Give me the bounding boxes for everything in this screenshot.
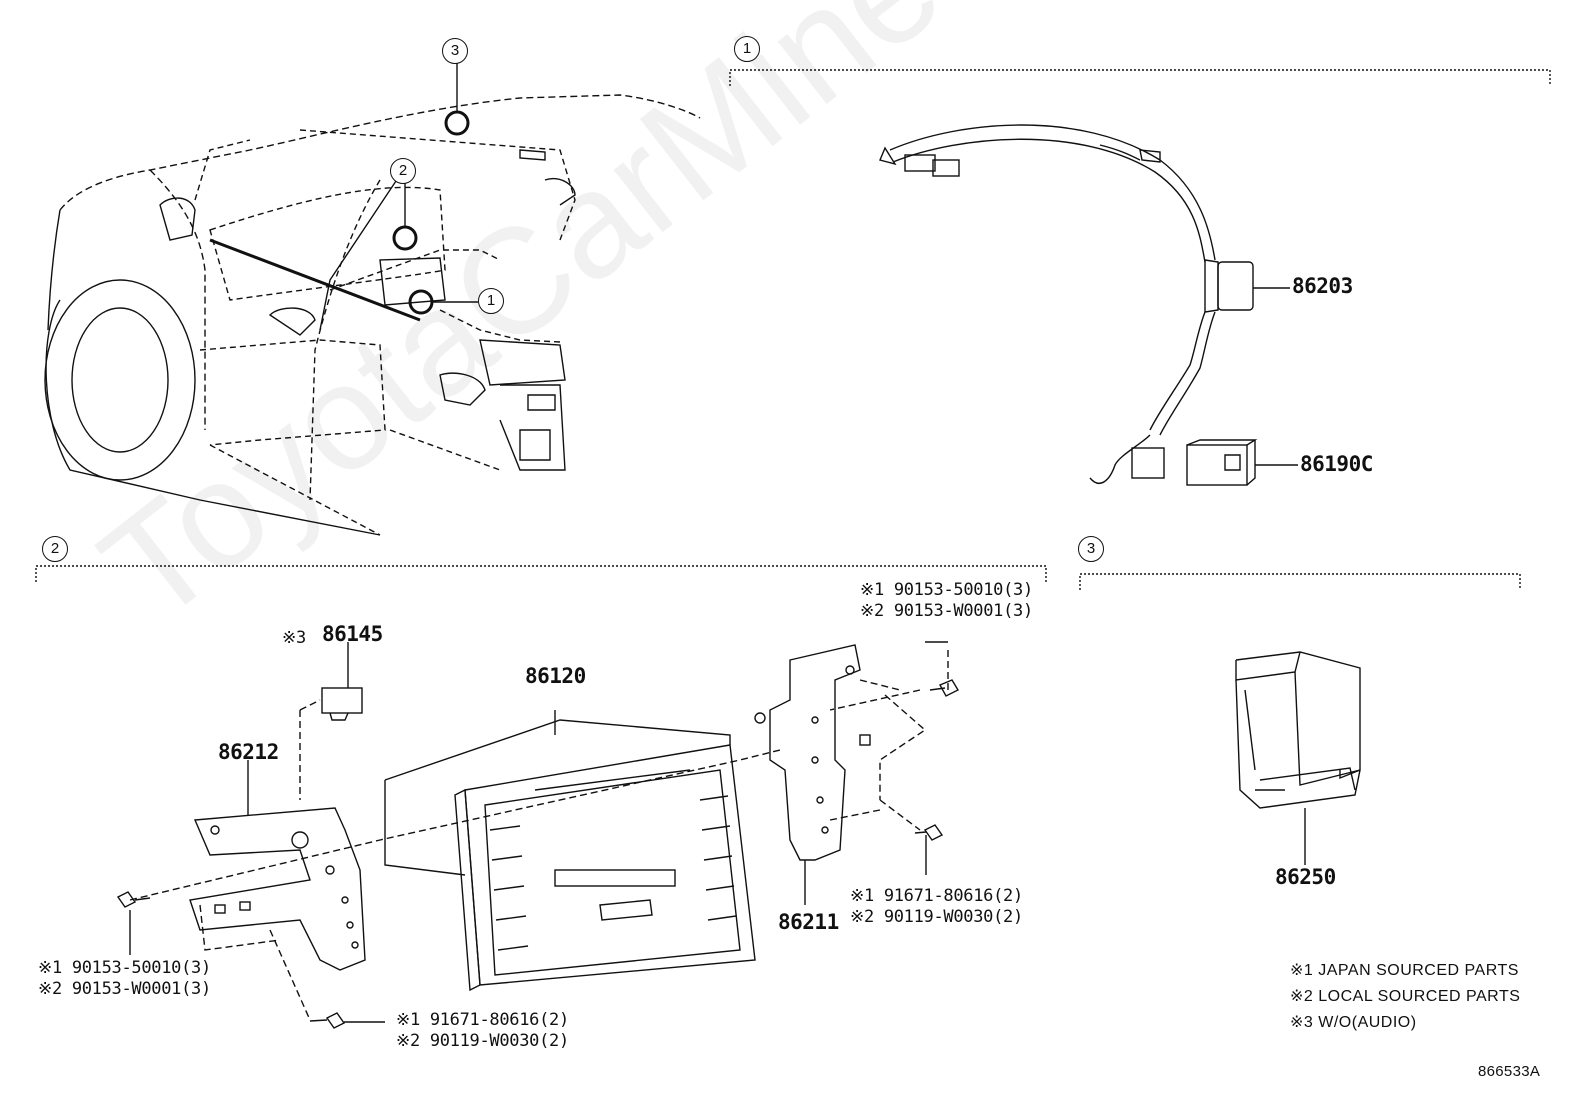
- part-86250-label[interactable]: 86250: [1275, 865, 1336, 889]
- part-86211-label[interactable]: 86211: [778, 910, 839, 934]
- fastener-note-left-2[interactable]: ※2 90153-W0001(3): [38, 979, 211, 999]
- part-86120-label[interactable]: 86120: [525, 664, 586, 688]
- section-2-header: 2: [42, 536, 68, 562]
- fastener-note-mid-right-2[interactable]: ※2 90119-W0030(2): [850, 907, 1023, 927]
- note-marker-86145: ※3: [282, 628, 306, 648]
- legend-without-audio: ※3 W/O(AUDIO): [1290, 1014, 1417, 1031]
- part-86212-label[interactable]: 86212: [218, 740, 279, 764]
- harness-86203-drawing: [879, 124, 1258, 486]
- screw-group: [116, 679, 959, 1029]
- legend-japan-sourced: ※1 JAPAN SOURCED PARTS: [1290, 962, 1519, 979]
- part-86145-drawing: [321, 642, 363, 721]
- fastener-note-bottom-1[interactable]: ※1 91671-80616(2): [396, 1010, 569, 1030]
- section-3-header: 3: [1078, 536, 1104, 562]
- part-86203-label[interactable]: 86203: [1292, 274, 1353, 298]
- diagram-id: 866533A: [1478, 1063, 1541, 1080]
- callout-1-top: 1: [478, 288, 504, 314]
- audio-unit-86120-drawing: [384, 710, 756, 992]
- legend-local-sourced: ※2 LOCAL SOURCED PARTS: [1290, 988, 1521, 1005]
- part-86145-label[interactable]: 86145: [322, 622, 383, 646]
- part-86190C-label[interactable]: 86190C: [1300, 452, 1373, 476]
- fastener-note-left-1[interactable]: ※1 90153-50010(3): [38, 958, 211, 978]
- callout-2-top: 2: [390, 158, 416, 184]
- fastener-note-mid-right-1[interactable]: ※1 91671-80616(2): [850, 886, 1023, 906]
- fastener-note-bottom-2[interactable]: ※2 90119-W0030(2): [396, 1031, 569, 1051]
- fastener-note-top-right-1[interactable]: ※1 90153-50010(3): [860, 580, 1033, 600]
- vehicle-interior-drawing: [44, 94, 701, 536]
- bracket-86211-drawing: [754, 644, 871, 905]
- bracket-86212-drawing: [189, 760, 366, 971]
- section-1-header: 1: [734, 36, 760, 62]
- module-86250-drawing: [1235, 651, 1361, 865]
- fastener-note-top-right-2[interactable]: ※2 90153-W0001(3): [860, 601, 1033, 621]
- callout-3-top: 3: [442, 38, 468, 64]
